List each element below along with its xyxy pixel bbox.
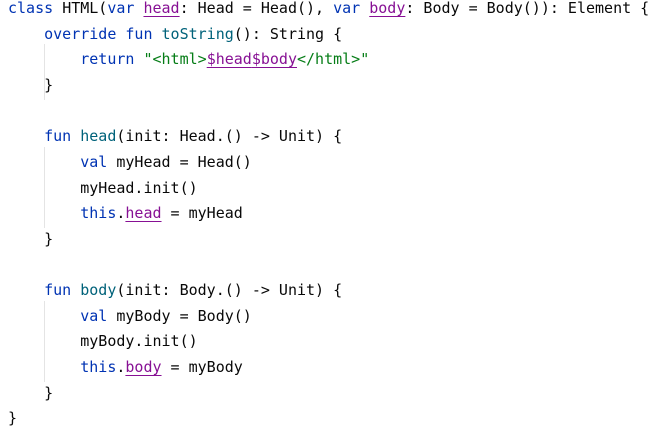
keyword-token: val [80, 306, 117, 325]
code-text-token: myBody.init() [8, 332, 198, 351]
indent-guide-line [44, 44, 45, 100]
code-text-token: } [8, 383, 54, 402]
code-text-token: } [8, 229, 54, 248]
code-text-token [8, 153, 80, 171]
code-line[interactable]: } [8, 406, 17, 430]
keyword-token: this [80, 204, 117, 223]
keyword-token: override fun [44, 24, 162, 43]
code-text-token: : Body = Body()): Element { [405, 0, 650, 17]
code-text-token [8, 127, 44, 145]
code-text-token: . [116, 204, 126, 223]
function-name-token: head [80, 127, 117, 146]
code-text-token [8, 50, 80, 68]
code-text-token [8, 358, 80, 376]
code-text-token: } [8, 75, 54, 94]
string-token: </html>" [297, 50, 370, 69]
code-line[interactable]: myBody.init() [8, 329, 198, 354]
code-text-token: } [8, 409, 18, 428]
property-token: head [125, 204, 162, 223]
function-name-token: toString [161, 24, 234, 43]
keyword-token: var [333, 0, 370, 17]
code-line[interactable]: fun head(init: Head.() -> Unit) { [8, 124, 342, 149]
keyword-token: this [80, 358, 117, 377]
code-text-token: myHead.init() [8, 178, 198, 197]
code-line[interactable]: myHead.init() [8, 176, 198, 201]
code-text-token: (init: Body.() -> Unit) { [116, 281, 343, 300]
keyword-token: class [8, 0, 63, 17]
code-text-token [8, 281, 44, 299]
property-token: $head [206, 50, 252, 69]
code-text-token: (init: Head.() -> Unit) { [116, 127, 343, 146]
code-text-token: : Head = Head(), [179, 0, 334, 17]
code-text-token: = myHead [161, 204, 243, 223]
code-line[interactable]: this.body = myBody [8, 355, 243, 380]
property-token: body [369, 0, 406, 17]
code-line[interactable]: val myBody = Body() [8, 304, 252, 329]
code-line[interactable]: return "<html>$head$body</html>" [8, 47, 369, 72]
code-text-token: HTML( [62, 0, 108, 17]
code-line[interactable]: this.head = myHead [8, 201, 243, 226]
property-token: body [125, 358, 162, 377]
code-line[interactable]: override fun toString(): String { [8, 22, 342, 47]
keyword-token: fun [44, 281, 81, 300]
code-line[interactable]: } [8, 73, 53, 98]
code-text-token [8, 204, 80, 222]
indent-guide-line [44, 147, 45, 228]
code-line[interactable]: } [8, 381, 53, 406]
code-line[interactable]: fun body(init: Body.() -> Unit) { [8, 278, 342, 303]
code-line[interactable]: val myHead = Head() [8, 150, 252, 175]
keyword-token: return [80, 50, 144, 69]
code-text-token: myHead = Head() [116, 152, 252, 171]
string-token: "<html> [143, 50, 207, 69]
code-line[interactable]: } [8, 227, 53, 252]
property-token: head [143, 0, 180, 17]
keyword-token: val [80, 152, 117, 171]
function-name-token: body [80, 281, 117, 300]
indent-guide-line [44, 301, 45, 382]
property-token: $body [251, 50, 297, 69]
keyword-token: var [107, 0, 144, 17]
keyword-token: fun [44, 127, 81, 146]
code-text-token: = myBody [161, 358, 243, 377]
code-text-token [8, 307, 80, 325]
code-line[interactable]: class HTML(var head: Head = Head(), var … [8, 0, 649, 21]
code-text-token: (): String { [233, 24, 343, 43]
code-text-token [8, 25, 44, 43]
code-text-token: . [116, 358, 126, 377]
code-text-token: myBody = Body() [116, 306, 252, 325]
